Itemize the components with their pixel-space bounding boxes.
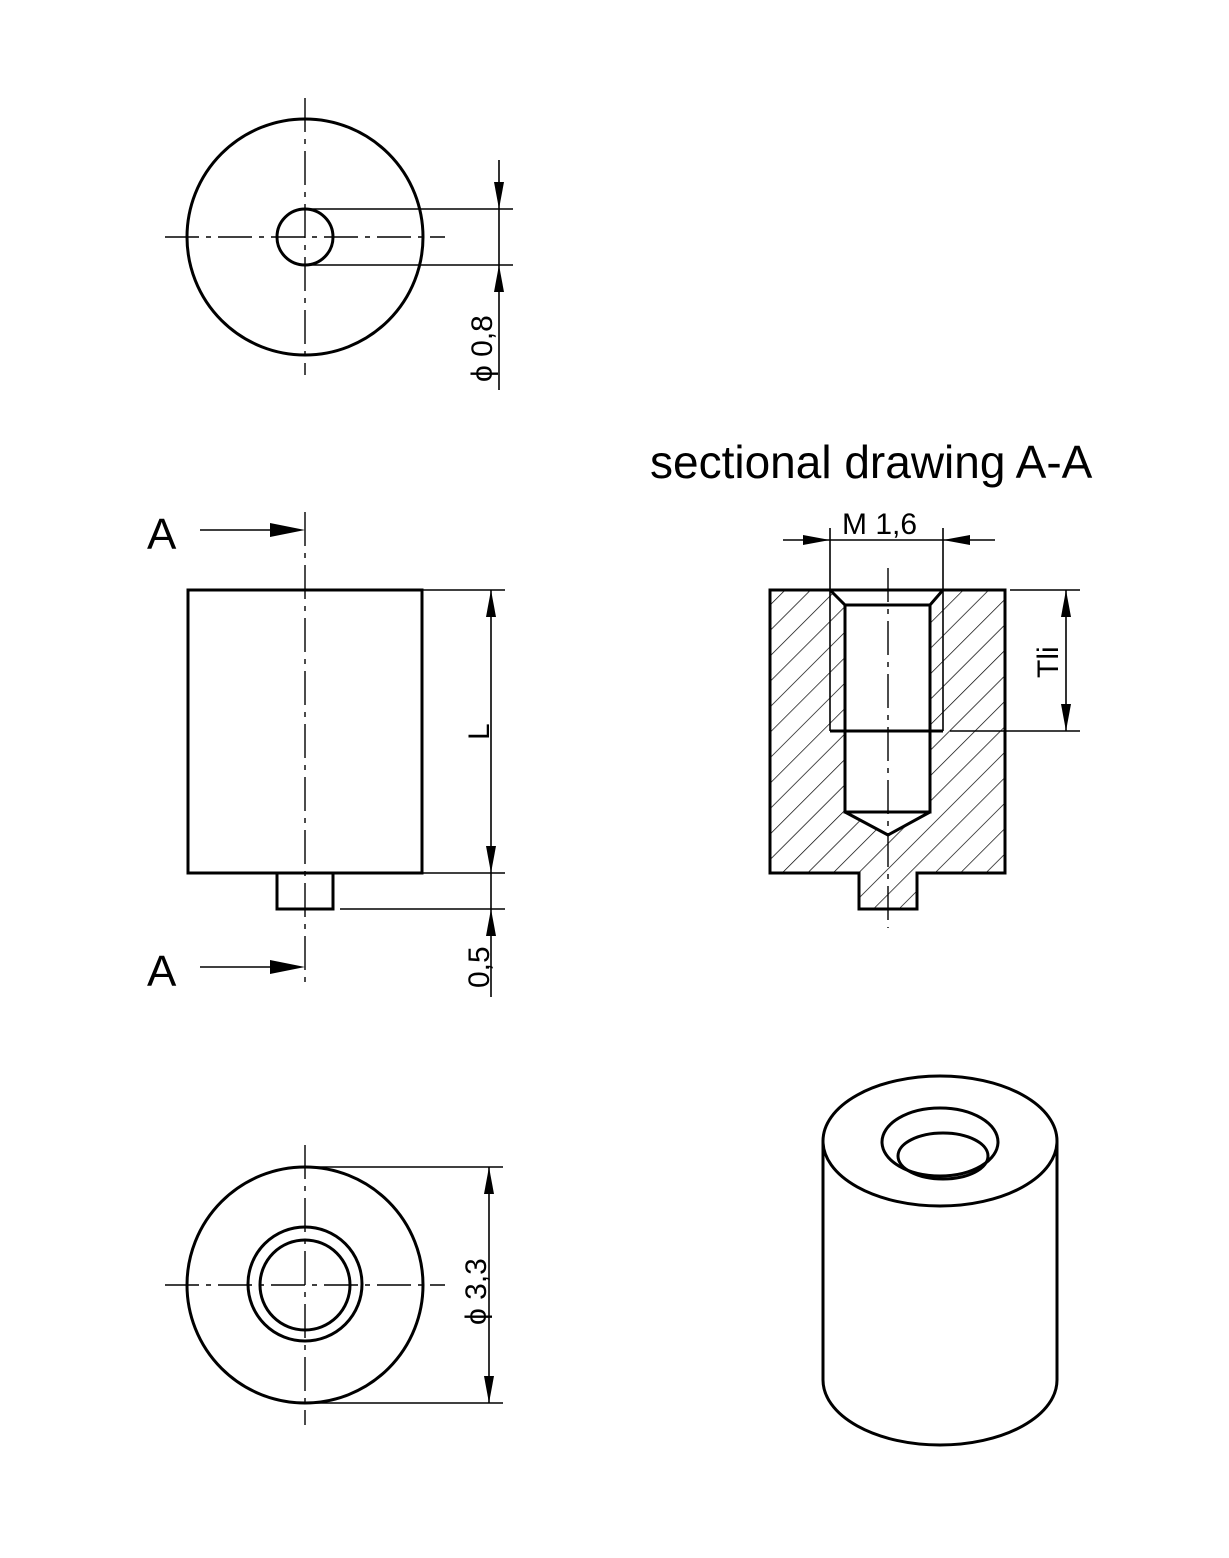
section-chamfer: [828, 588, 945, 607]
depth-arrow-bottom: [1061, 704, 1071, 731]
outer-diameter-label: ϕ 3,3: [460, 1258, 493, 1325]
section-title: sectional drawing A-A: [650, 436, 1093, 488]
length-label: L: [463, 723, 496, 740]
section-mark-bottom: A: [147, 947, 177, 996]
length-arrow-top: [486, 590, 496, 617]
thread-label: M 1,6: [842, 508, 917, 541]
section-arrow-top-head: [270, 523, 305, 537]
length-arrow-bottom: [486, 846, 496, 873]
outer-diameter-arrow-bottom: [484, 1376, 494, 1403]
depth-label: Tli: [1032, 646, 1065, 678]
thread-arrow-left: [803, 535, 830, 545]
isometric-view: [821, 1074, 1059, 1447]
bottom-view: ϕ 3,3: [165, 1145, 503, 1425]
section-view: sectional drawing A-A M 1,6 Tli: [650, 436, 1093, 928]
hole-diameter-label: ϕ 0,8: [466, 315, 499, 382]
section-arrow-bottom-head: [270, 960, 305, 974]
iso-bore-ellipse: [896, 1131, 990, 1181]
section-mark-top: A: [147, 510, 177, 559]
outer-diameter-arrow-top: [484, 1167, 494, 1194]
thread-arrow-right: [943, 535, 970, 545]
iso-top-ellipse: [821, 1074, 1059, 1208]
section-outline: [768, 588, 1007, 911]
top-view: ϕ 0,8: [165, 98, 513, 390]
depth-arrow-top: [1061, 590, 1071, 617]
pin-arrow: [486, 909, 496, 936]
section-bore-cavity: [830, 590, 943, 835]
side-view: A A L 0,5: [147, 510, 505, 997]
hole-dimension-arrow-top: [494, 182, 504, 209]
iso-bottom-arc: [821, 1379, 1059, 1447]
hole-dimension-arrow-bottom: [494, 265, 504, 292]
pin-height-label: 0,5: [463, 946, 496, 988]
iso-chamfer-ellipse: [880, 1106, 1000, 1178]
